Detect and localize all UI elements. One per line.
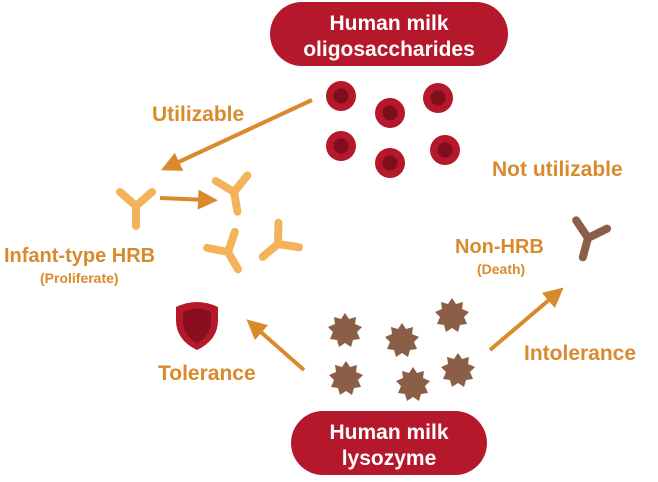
y-shaped-bacteria-icon [567, 220, 607, 261]
label-infant-hrb: Infant-type HRB [4, 245, 155, 267]
arrow-icon [160, 98, 313, 171]
spiky-particle-icon [328, 298, 475, 401]
arrow-icon [246, 319, 306, 372]
label-non-hrb: Non-HRB [455, 236, 544, 258]
hmo-line1: Human milk [329, 12, 448, 35]
hmo-pill: Human milk oligosaccharides [270, 2, 508, 66]
arrow-icon [159, 189, 218, 210]
label-not-utilizable: Not utilizable [492, 158, 623, 181]
lysozyme-line2: lysozyme [342, 447, 437, 470]
label-utilizable: Utilizable [152, 103, 244, 126]
lysozyme-pill: Human milk lysozyme [291, 411, 487, 475]
label-proliferate: (Proliferate) [40, 270, 119, 286]
label-death: (Death) [477, 261, 525, 277]
shield-icon [176, 302, 218, 350]
label-intolerance: Intolerance [524, 342, 636, 365]
label-tolerance: Tolerance [158, 362, 256, 385]
hmo-line2: oligosaccharides [303, 38, 475, 61]
arrow-icon [488, 287, 564, 352]
red-blood-cell-icon [326, 81, 460, 178]
lysozyme-line1: Human milk [329, 421, 448, 444]
